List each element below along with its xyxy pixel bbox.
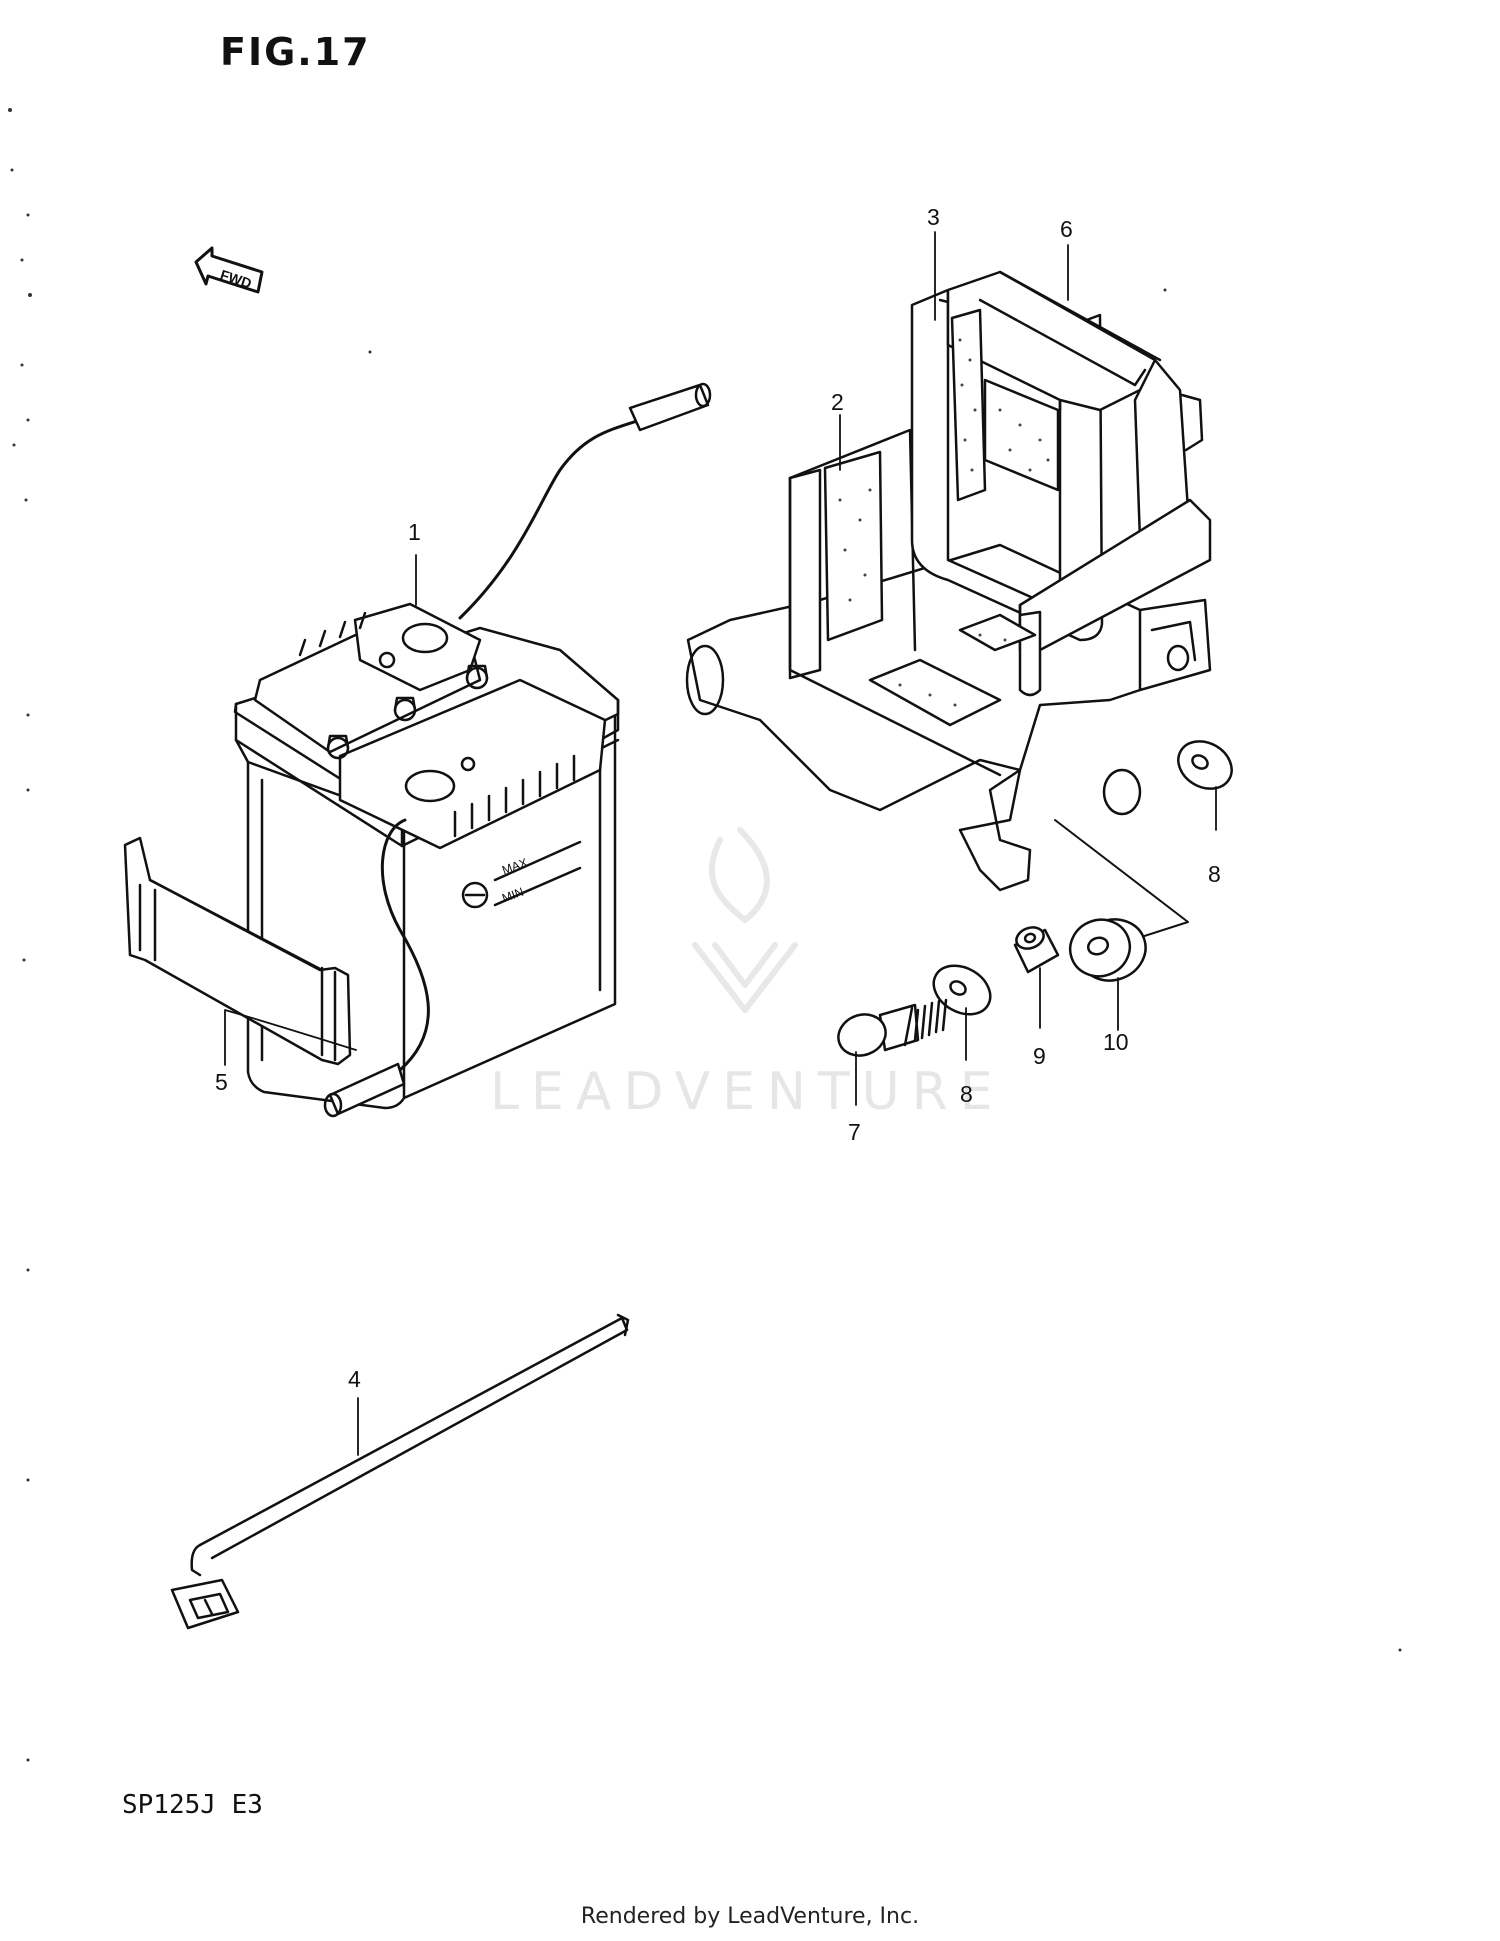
- callout-8-lower: 8: [960, 1081, 973, 1107]
- spacer-part-9: [1013, 926, 1060, 974]
- band-part-5: [123, 836, 352, 1066]
- watermark-text: LEADVENTURE: [490, 1062, 1005, 1122]
- washer-part-8b: [932, 964, 992, 1016]
- washer-part-8a: [1177, 740, 1233, 790]
- callout-9: 9: [1033, 1043, 1046, 1069]
- footer-credit: Rendered by LeadVenture, Inc.: [580, 1904, 920, 1929]
- battery-tray-part-6: [685, 270, 1212, 892]
- callout-7: 7: [848, 1119, 861, 1145]
- callout-5: 5: [215, 1069, 228, 1095]
- callout-6: 6: [1060, 216, 1073, 242]
- watermark-logo-icon: [692, 827, 798, 1013]
- alignment-lines: [1054, 819, 1189, 941]
- model-code: SP125J E3: [122, 1790, 263, 1820]
- callout-8-upper: 8: [1208, 861, 1221, 887]
- callout-10: 10: [1103, 1029, 1129, 1055]
- grommet-part-10: [1068, 918, 1147, 982]
- scan-specks: [8, 108, 1402, 1762]
- tie-wrap-part-4: [170, 1313, 630, 1630]
- callout-2: 2: [831, 389, 844, 415]
- fwd-arrow-icon: FWD: [194, 246, 264, 294]
- bolt-part-7: [837, 998, 948, 1057]
- callout-3: 3: [927, 204, 940, 230]
- figure-title: FIG.17: [220, 30, 371, 74]
- leader-lines: [224, 231, 1217, 1456]
- callout-4: 4: [348, 1366, 361, 1392]
- callout-1: 1: [408, 519, 421, 545]
